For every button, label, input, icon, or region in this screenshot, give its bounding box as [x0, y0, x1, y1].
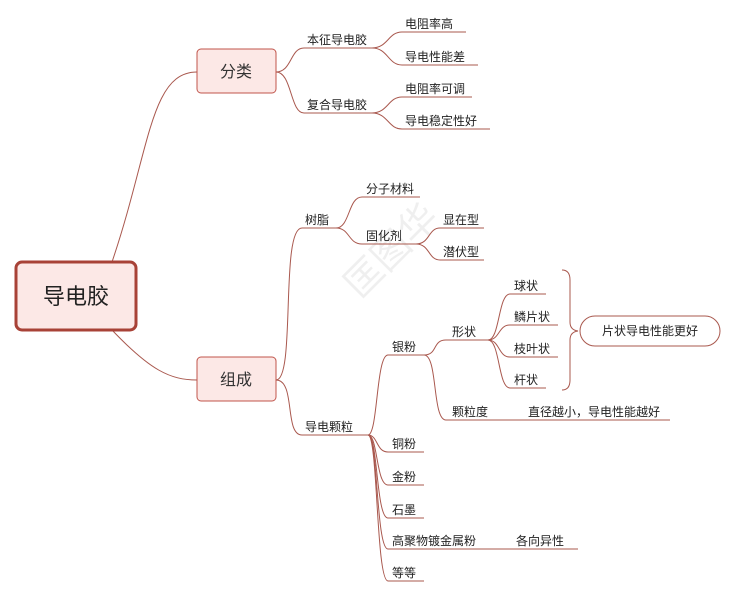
link-root-classification	[111, 71, 198, 263]
subtopic-intrinsic[interactable]: 本征导电胶	[307, 32, 367, 47]
topic-composition[interactable]: 组成	[196, 356, 277, 402]
link-classification-composite	[275, 71, 305, 114]
underlines	[302, 31, 670, 582]
link-composite-2	[371, 112, 403, 130]
shape-summary-bracket	[561, 269, 579, 391]
leaf-composite-1[interactable]: 电阻率可调	[405, 81, 465, 96]
link-composition-particles	[275, 379, 303, 436]
subtopic-shape[interactable]: 形状	[452, 325, 476, 339]
leaf-graphite[interactable]: 石墨	[392, 503, 416, 517]
watermark-text: 匡图华	[335, 195, 447, 307]
root-node[interactable]: 导电胶	[14, 260, 138, 332]
link-curing-1	[415, 227, 441, 245]
summary-shape-note-label: 片状导电性能更好	[602, 324, 698, 338]
leaf-curing-2[interactable]: 潜伏型	[443, 245, 479, 259]
link-intrinsic-2	[371, 47, 403, 66]
link-resin-molecular	[335, 196, 363, 229]
link-curing-2	[415, 243, 441, 261]
leaf-etc[interactable]: 等等	[392, 566, 416, 580]
link-particles-etc	[367, 434, 389, 582]
leaf-shape-2[interactable]: 鳞片状	[514, 310, 550, 324]
subtopic-curing-agent[interactable]: 固化剂	[366, 228, 402, 243]
topic-classification[interactable]: 分类	[196, 48, 277, 94]
leaf-curing-1[interactable]: 显在型	[443, 213, 479, 227]
subtopic-particle-size[interactable]: 颗粒度	[452, 404, 488, 419]
link-shape-2	[487, 324, 511, 341]
leaf-shape-1[interactable]: 球状	[514, 279, 538, 293]
leaf-intrinsic-1[interactable]: 电阻率高	[405, 16, 453, 31]
link-resin-curing	[335, 227, 363, 245]
link-root-composition	[111, 329, 198, 381]
composition-label: 组成	[220, 370, 252, 389]
summary-shape-note[interactable]: 片状导电性能更好	[579, 315, 721, 347]
leaf-intrinsic-2[interactable]: 导电性能差	[405, 50, 465, 64]
subtopic-composite[interactable]: 复合导电胶	[307, 97, 367, 112]
subtopic-conductive-particles[interactable]: 导电颗粒	[305, 419, 353, 434]
leaf-molecular-material[interactable]: 分子材料	[366, 182, 414, 196]
link-shape-1	[487, 293, 511, 341]
classification-label: 分类	[220, 62, 252, 81]
link-composite-1	[371, 96, 403, 114]
leaf-anisotropic[interactable]: 各向异性	[516, 533, 564, 548]
link-shape-3	[487, 339, 511, 358]
link-particles-gold	[367, 434, 389, 486]
subtopic-polymer-plated[interactable]: 高聚物镀金属粉	[392, 533, 476, 548]
link-particles-silver	[367, 354, 389, 436]
link-classification-intrinsic	[275, 47, 305, 73]
leaf-shape-3[interactable]: 枝叶状	[514, 341, 550, 356]
root-label: 导电胶	[43, 285, 109, 310]
link-intrinsic-1	[371, 31, 403, 49]
leaf-copper[interactable]: 铜粉	[392, 436, 416, 451]
leaf-composite-2[interactable]: 导电稳定性好	[405, 113, 477, 128]
connectors	[111, 31, 579, 582]
leaf-gold[interactable]: 金粉	[392, 469, 416, 484]
subtopic-silver[interactable]: 银粉	[392, 340, 416, 354]
leaf-shape-4[interactable]: 杆状	[514, 373, 538, 387]
link-composition-resin	[275, 227, 303, 381]
leaf-particle-size-note[interactable]: 直径越小，导电性能越好	[528, 405, 660, 419]
subtopic-resin[interactable]: 树脂	[305, 212, 329, 227]
link-silver-shape	[423, 339, 447, 356]
link-shape-4	[487, 339, 511, 389]
link-silver-size	[423, 354, 447, 421]
